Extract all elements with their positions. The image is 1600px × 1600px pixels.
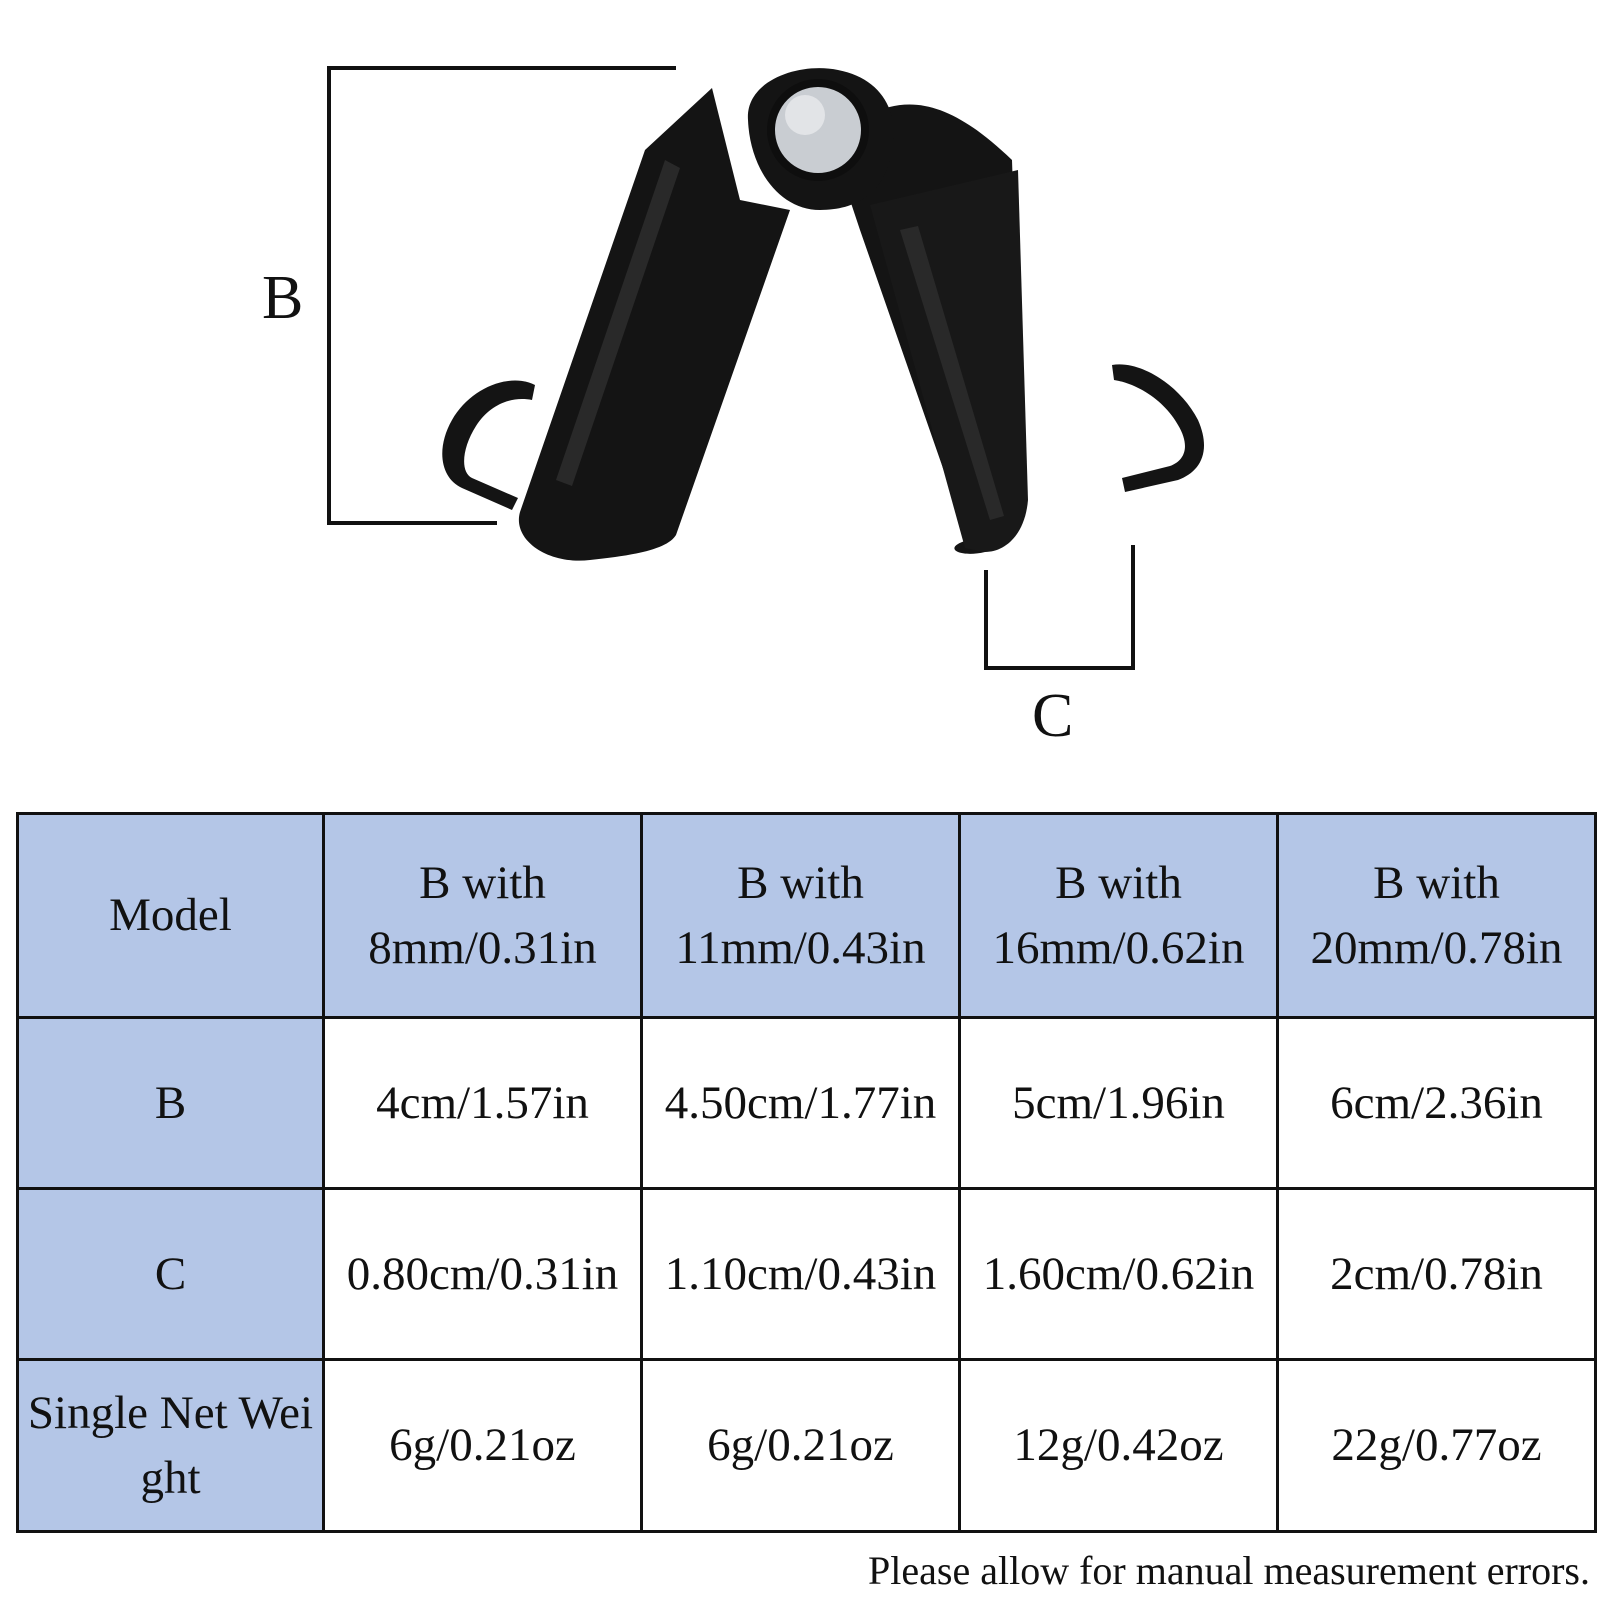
row-label-weight: Single Net Weight (16, 1358, 325, 1533)
product-photo (442, 68, 1205, 561)
table-row: B 4cm/1.57in 4.50cm/1.77in 5cm/1.96in 6c… (16, 1016, 1597, 1190)
table-row: C 0.80cm/0.31in 1.10cm/0.43in 1.60cm/0.6… (16, 1187, 1597, 1361)
table-cell: 5cm/1.96in (958, 1016, 1279, 1190)
header-model-11mm: B with 11mm/0.43in (640, 812, 961, 1019)
table-cell: 4.50cm/1.77in (640, 1016, 961, 1190)
dimension-b-label: B (262, 264, 303, 332)
right-tube-highlight (900, 226, 1004, 520)
header-model-20mm: B with 20mm/0.78in (1276, 812, 1597, 1019)
header-line2: 11mm/0.43in (675, 921, 926, 974)
dimension-b-bracket (327, 66, 676, 525)
table-cell: 2cm/0.78in (1276, 1187, 1597, 1361)
header-line1: B with (737, 856, 864, 909)
header-line1: B with (1055, 856, 1182, 909)
dimension-c-label: C (1032, 682, 1073, 750)
table-cell: 22g/0.77oz (1276, 1358, 1597, 1533)
dimension-c-bracket (984, 545, 1135, 670)
header-line1: B with (1373, 856, 1500, 909)
table-cell: 12g/0.42oz (958, 1358, 1279, 1533)
left-tube-highlight (556, 160, 680, 486)
table-row: Single Net Weight 6g/0.21oz 6g/0.21oz 12… (16, 1358, 1597, 1533)
measurement-note: Please allow for manual measurement erro… (868, 1548, 1590, 1593)
row-label-c: C (16, 1187, 325, 1361)
header-line2: 20mm/0.78in (1310, 921, 1563, 974)
left-hook (442, 380, 535, 510)
hinge-screw-shine (785, 95, 825, 135)
right-hook (1112, 364, 1205, 492)
row-label-b: B (16, 1016, 325, 1190)
left-tube (518, 88, 790, 561)
table-cell: 1.10cm/0.43in (640, 1187, 961, 1361)
header-model: Model (16, 812, 325, 1019)
header-model-16mm: B with 16mm/0.62in (958, 812, 1279, 1019)
product-dimension-figure: B C (262, 66, 1205, 750)
header-line2: 16mm/0.62in (992, 921, 1245, 974)
header-model-8mm: B with 8mm/0.31in (322, 812, 643, 1019)
table-cell: 1.60cm/0.62in (958, 1187, 1279, 1361)
table-cell: 6g/0.21oz (640, 1358, 961, 1533)
table-cell: 0.80cm/0.31in (322, 1187, 643, 1361)
table-cell: 6cm/2.36in (1276, 1016, 1597, 1190)
table-header-row: Model B with 8mm/0.31in B with 11mm/0.43… (16, 812, 1597, 1019)
header-line2: 8mm/0.31in (368, 921, 597, 974)
table-cell: 6g/0.21oz (322, 1358, 643, 1533)
table-cell: 4cm/1.57in (322, 1016, 643, 1190)
spec-table: Model B with 8mm/0.31in B with 11mm/0.43… (16, 812, 1597, 1533)
header-line1: B with (419, 856, 546, 909)
